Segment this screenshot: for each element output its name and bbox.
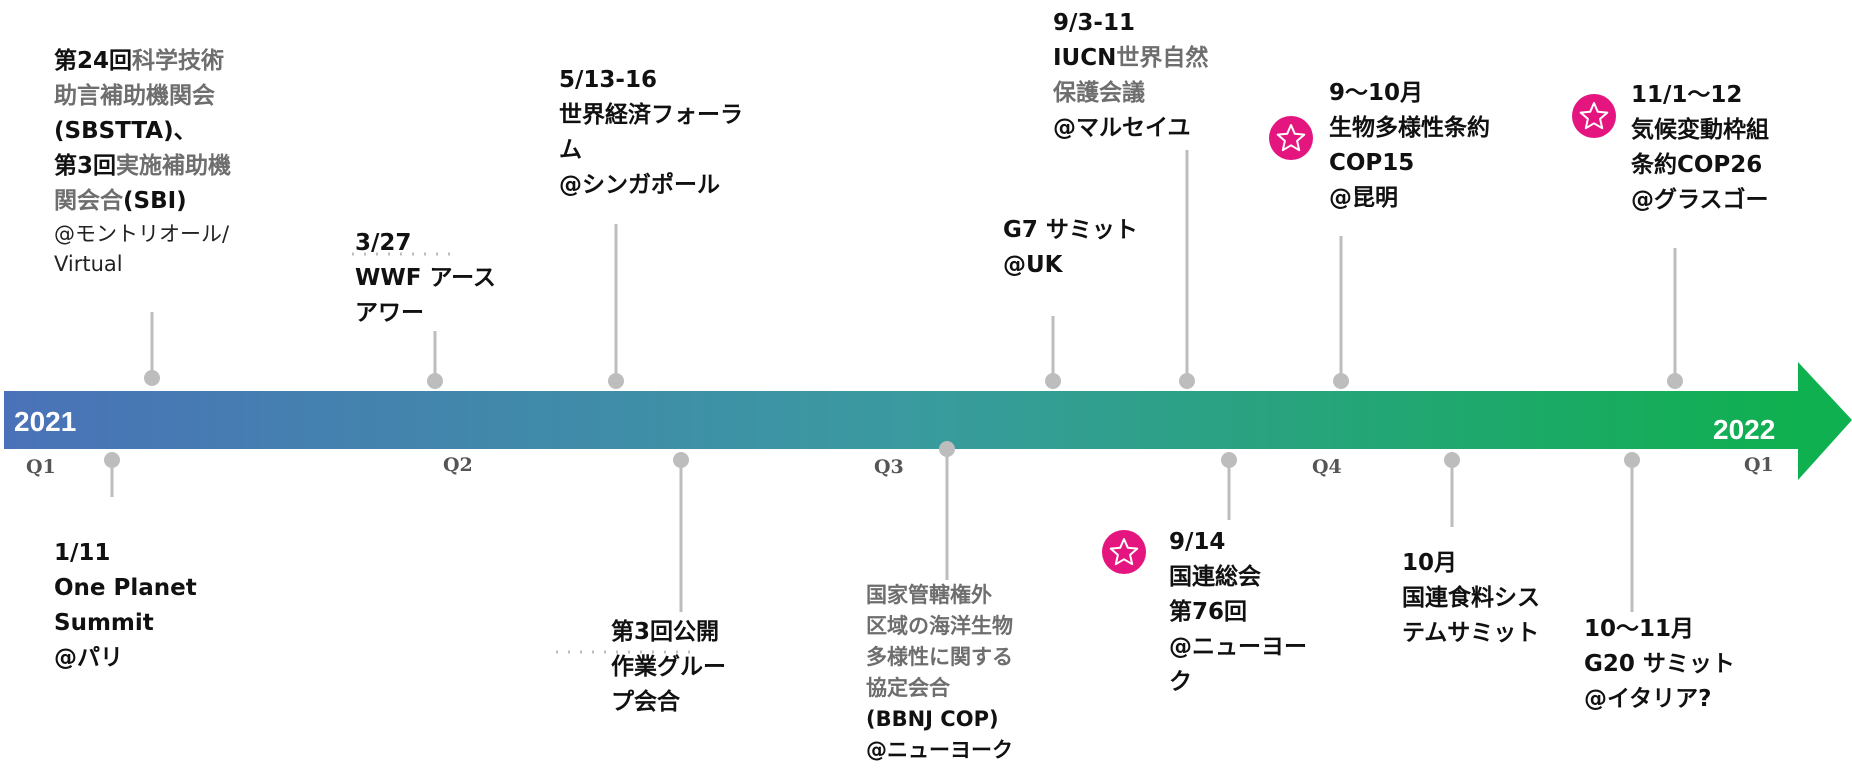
event-marker — [1045, 373, 1061, 389]
event-text: アワー — [355, 300, 424, 326]
event-text: (SBSTTA)、 — [54, 118, 197, 144]
event-marker — [1624, 452, 1640, 468]
event-text: G7 サミット — [1003, 217, 1138, 243]
event-text: 世界自然 — [1116, 45, 1209, 71]
event-text: 9/3-11 — [1053, 10, 1135, 36]
event-text: 11/1～12 — [1631, 82, 1743, 108]
event-iucn: 9/3-11 IUCN世界自然 保護会議 @マルセイユ — [1053, 6, 1208, 146]
event-text: G20 サミット — [1584, 651, 1735, 677]
event-text: 国連総会 — [1169, 564, 1261, 590]
event-text: @パリ — [54, 645, 123, 671]
star-icon — [1102, 530, 1146, 574]
event-text: 助言補助機関会 — [54, 83, 215, 109]
end-year-label: 2022 — [1713, 414, 1776, 445]
event-un-general-assembly: 9/14 国連総会 第76回 @ニューヨー ク — [1169, 525, 1307, 700]
event-text: IUCN — [1053, 45, 1117, 71]
event-text: ク — [1169, 669, 1192, 695]
event-marker — [1221, 452, 1237, 468]
event-text: 国連食料シス — [1402, 585, 1540, 611]
event-sbstta: 第24回科学技術 助言補助機関会 (SBSTTA)、 第3回実施補助機 関会合(… — [54, 44, 231, 279]
event-text: 保護会議 — [1053, 80, 1145, 106]
event-text: (BBNJ COP) — [866, 707, 999, 731]
event-text: @ニューヨー — [1169, 634, 1307, 660]
event-text: 気候変動枠組 — [1631, 117, 1769, 143]
event-text: One Planet — [54, 575, 197, 601]
event-text: 関会合 — [54, 188, 123, 214]
event-text: 第3回 — [54, 153, 117, 179]
event-bbnj: 国家管轄権外 区域の海洋生物 多様性に関する 協定会合 (BBNJ COP) @… — [866, 580, 1013, 766]
event-marker — [1444, 452, 1460, 468]
event-marker — [1667, 373, 1683, 389]
event-cop15: 9～10月 生物多様性条約 COP15 @昆明 — [1329, 76, 1490, 216]
quarter-label-q3: Q3 — [874, 456, 904, 478]
quarter-label-q1: Q1 — [26, 456, 56, 478]
event-text: ム — [559, 137, 582, 163]
event-text: @マルセイユ — [1053, 115, 1191, 141]
event-text: 第24回 — [54, 48, 133, 74]
event-marker — [673, 452, 689, 468]
event-marker — [939, 441, 955, 457]
event-marker — [608, 373, 624, 389]
event-text: 5/13-16 — [559, 67, 657, 93]
event-text: 3/27 — [355, 230, 412, 256]
event-earth-hour: 3/27 WWF アース アワー — [355, 226, 496, 331]
event-text: 9～10月 — [1329, 80, 1424, 106]
star-icon — [1572, 94, 1616, 138]
event-text: 10月 — [1402, 550, 1458, 576]
event-marker — [427, 373, 443, 389]
event-text: (SBI) — [123, 188, 187, 214]
event-text: @昆明 — [1329, 185, 1398, 211]
event-text: プ会合 — [611, 689, 680, 715]
event-text: 区域の海洋生物 — [866, 614, 1013, 638]
event-text: テムサミット — [1402, 620, 1540, 646]
event-text: @モントリオール/ — [54, 222, 230, 246]
event-marker — [104, 452, 120, 468]
quarter-label-q4: Q4 — [1312, 456, 1342, 478]
star-icon — [1269, 116, 1313, 160]
start-year-label: 2021 — [14, 406, 77, 437]
event-marker — [1333, 373, 1349, 389]
event-text: 第3回公開 — [611, 619, 720, 645]
event-text: @UK — [1003, 252, 1063, 278]
event-text: 実施補助機 — [116, 153, 232, 179]
event-text: 第76回 — [1169, 599, 1248, 625]
event-text: 9/14 — [1169, 529, 1226, 555]
event-text: 条約COP26 — [1631, 152, 1763, 178]
event-text: WWF アース — [355, 265, 496, 291]
event-text: 10～11月 — [1584, 616, 1695, 642]
event-text: Virtual — [54, 252, 123, 276]
event-text: 世界経済フォーラ — [559, 102, 743, 128]
event-text: 生物多様性条約 — [1329, 115, 1490, 141]
event-text: 1/11 — [54, 540, 111, 566]
event-text: 作業グルー — [611, 654, 726, 680]
timeline-arrow — [4, 362, 1852, 480]
event-text: COP15 — [1329, 150, 1415, 176]
event-text: @イタリア? — [1584, 686, 1712, 712]
event-cop26: 11/1～12 気候変動枠組 条約COP26 @グラスゴー — [1631, 78, 1769, 218]
event-text: @グラスゴー — [1631, 187, 1769, 213]
event-marker — [144, 370, 160, 386]
event-marker — [1179, 373, 1195, 389]
event-food-systems-summit: 10月 国連食料シス テムサミット — [1402, 546, 1540, 651]
event-wef: 5/13-16 世界経済フォーラ ム @シンガポール — [559, 63, 743, 203]
event-open-working-group: 第3回公開 作業グルー プ会合 — [611, 615, 726, 720]
quarter-label-q2: Q2 — [443, 454, 473, 476]
event-text: 協定会合 — [866, 676, 950, 700]
event-text: Summit — [54, 610, 154, 636]
event-g7: G7 サミット @UK — [1003, 213, 1138, 283]
event-text: 科学技術 — [132, 48, 225, 74]
event-g20: 10～11月 G20 サミット @イタリア? — [1584, 612, 1735, 717]
quarter-label-q1-2022: Q1 — [1744, 454, 1774, 476]
event-one-planet-summit: 1/11 One Planet Summit @パリ — [54, 536, 197, 676]
event-text: 国家管轄権外 — [866, 583, 992, 607]
event-text: @ニューヨーク — [866, 738, 1013, 762]
event-text: @シンガポール — [559, 172, 720, 198]
event-text: 多様性に関する — [866, 645, 1013, 669]
